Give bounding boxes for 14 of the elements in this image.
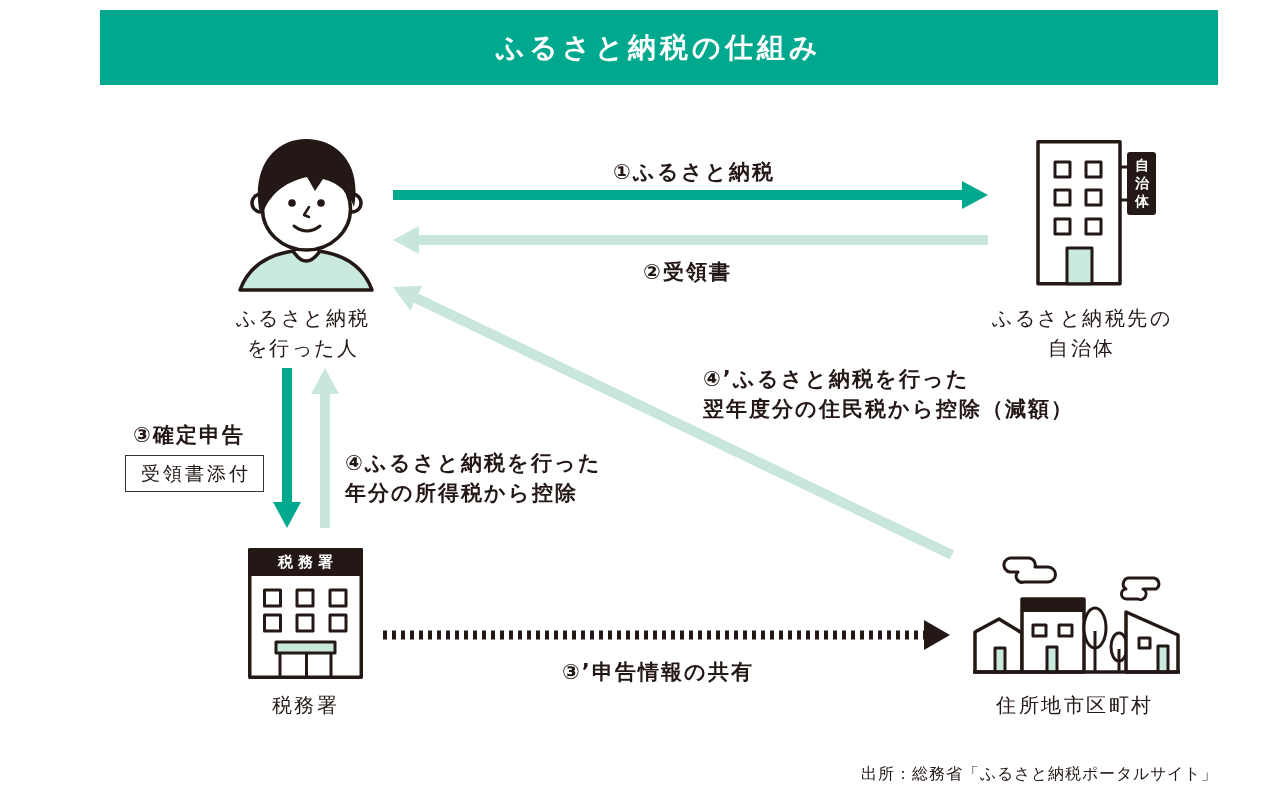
arrow [393, 226, 988, 254]
node-label: ふるさと納税を行った人 [234, 305, 372, 362]
note-box: 受領書添付 [125, 455, 264, 492]
title-banner: ふるさと納税の仕組み [100, 10, 1218, 85]
arrow [393, 181, 988, 209]
node-label: ふるさと納税先の自治体 [991, 305, 1173, 362]
node-label: 税務署 [270, 692, 341, 719]
dotted-arrow [383, 620, 950, 650]
sign: 自治体 [1127, 152, 1156, 215]
source-note: 出所：総務省「ふるさと納税ポータルサイト」 [861, 763, 1218, 785]
sign: 税務署 [248, 548, 363, 576]
node-label: 住所地市区町村 [995, 692, 1155, 719]
arrow [311, 368, 339, 528]
arrow [273, 368, 301, 528]
